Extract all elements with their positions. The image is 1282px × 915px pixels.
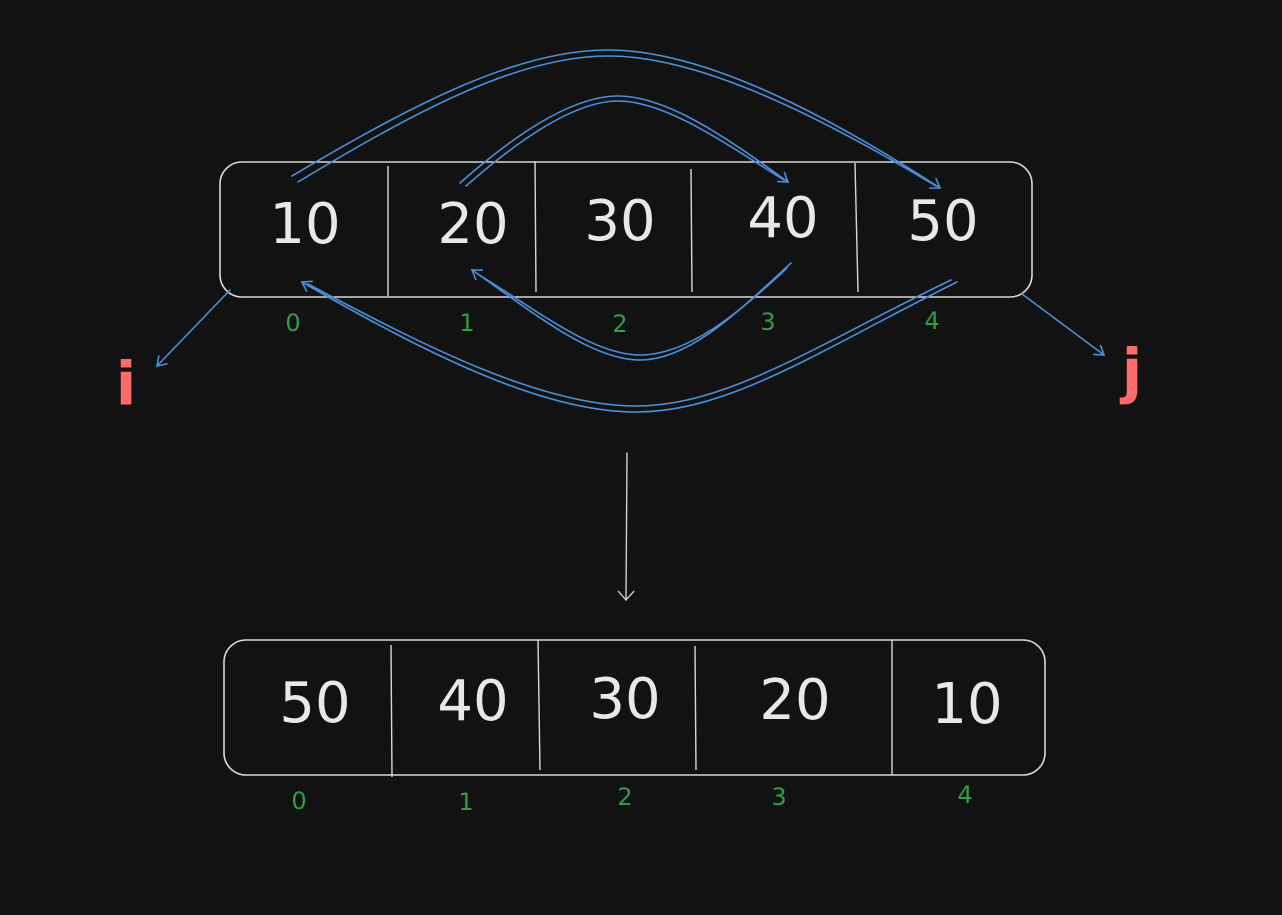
array-after-cell: 30 xyxy=(589,667,660,732)
array-before-cell: 20 xyxy=(437,192,508,257)
array-after-index: 3 xyxy=(771,783,786,811)
pointer-left: i xyxy=(116,289,231,420)
array-after-index: 1 xyxy=(458,788,473,816)
array-after-divider xyxy=(694,645,697,771)
swap-arrow-outer-top xyxy=(297,55,937,187)
array-before-cell: 30 xyxy=(584,189,655,254)
array-after-index: 4 xyxy=(957,781,972,809)
pointer-left-label: i xyxy=(116,350,137,420)
array-after-index: 0 xyxy=(291,787,306,815)
array-before-index: 2 xyxy=(612,310,627,338)
array-after-index: 2 xyxy=(617,783,632,811)
swap-arrows xyxy=(291,49,958,413)
array-before-divider xyxy=(854,162,859,293)
array-after-cell: 40 xyxy=(437,669,508,734)
array-before-cell: 10 xyxy=(269,192,340,257)
array-before-cell: 40 xyxy=(747,186,818,251)
swap-arrow-inner-top xyxy=(459,95,790,184)
array-before: 10 20 30 40 50 0 1 2 3 4 xyxy=(219,160,1033,338)
array-before-index: 0 xyxy=(285,309,300,337)
array-after-divider xyxy=(537,639,541,771)
array-after: 50 40 30 20 10 0 1 2 3 4 xyxy=(223,639,1046,816)
array-before-index: 4 xyxy=(924,307,939,335)
array-after-divider xyxy=(390,644,393,778)
pointer-right: j xyxy=(1021,293,1143,407)
pointer-right-label: j xyxy=(1120,337,1143,407)
pointer-left-arrow xyxy=(156,289,231,368)
swap-arrow-outer-top xyxy=(291,49,942,189)
array-after-cell: 50 xyxy=(279,671,350,736)
array-after-box xyxy=(223,639,1046,776)
array-after-cell: 10 xyxy=(931,672,1002,737)
array-before-divider xyxy=(690,168,693,293)
array-before-divider xyxy=(534,160,537,293)
swap-arrow-inner-bottom xyxy=(470,262,792,361)
flow-arrow xyxy=(617,452,635,602)
pointer-right-arrow xyxy=(1021,293,1106,356)
swap-arrow-outer-bottom xyxy=(307,279,952,407)
swap-arrow-inner-bottom xyxy=(475,267,788,356)
array-before-box xyxy=(219,161,1033,298)
array-before-index: 3 xyxy=(760,308,775,336)
swap-arrow-outer-bottom xyxy=(300,280,958,413)
array-before-index: 1 xyxy=(459,309,474,337)
array-before-cell: 50 xyxy=(907,189,978,254)
swap-arrow-inner-top xyxy=(465,100,785,187)
array-after-cell: 20 xyxy=(759,668,830,733)
